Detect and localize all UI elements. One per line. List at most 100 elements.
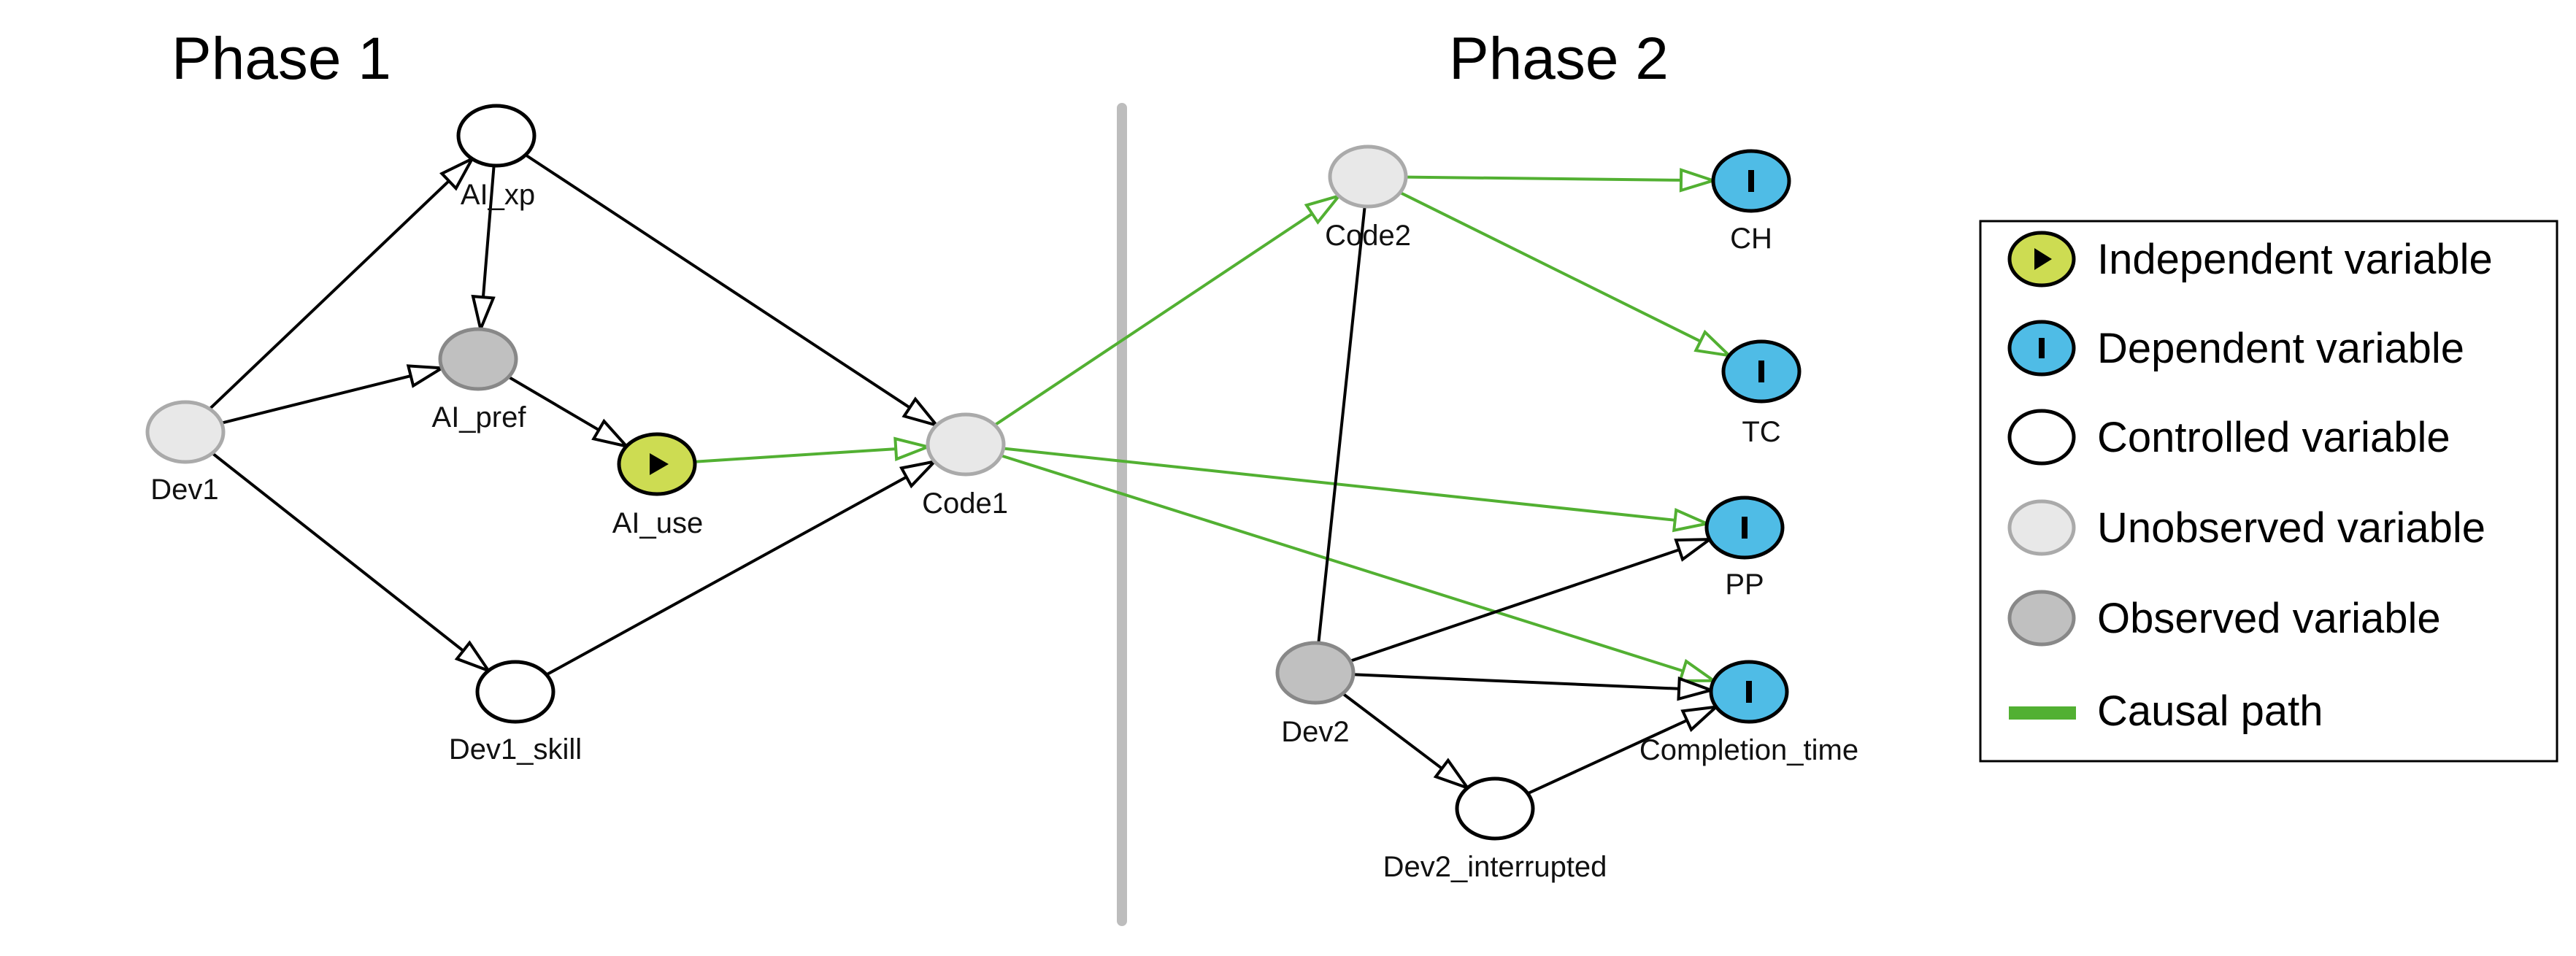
edge-code2-to-dev2	[1317, 206, 1366, 644]
edge-line	[1003, 447, 1675, 522]
edge-line	[1342, 692, 1443, 770]
arrowhead-icon	[1674, 538, 1715, 562]
arrowhead-icon	[1693, 329, 1734, 358]
arrowhead-icon	[454, 640, 493, 674]
edge-ai_xp-to-code1	[524, 153, 941, 428]
bar-icon	[1742, 517, 1748, 539]
node-ai-pref: AI_pref	[432, 327, 527, 433]
observed-variable-swatch	[2007, 590, 2076, 647]
node-code2: Code2	[1325, 144, 1411, 252]
arrowhead-icon	[899, 459, 939, 489]
bar-icon	[1748, 170, 1754, 192]
legend-item-unobserved: Unobserved variable	[2007, 499, 2485, 556]
node-pp: PP	[1704, 496, 1785, 601]
edge-code1-to-pp	[1003, 447, 1712, 533]
legend-label-controlled: Controlled variable	[2097, 414, 2450, 461]
arrowhead-icon	[1672, 507, 1712, 533]
legend-label-causal: Causal path	[2097, 687, 2323, 735]
edge-line	[993, 212, 1313, 427]
arrowhead-icon	[1677, 658, 1719, 682]
causal-path-swatch	[2009, 706, 2076, 720]
legend-label-observed: Observed variable	[2097, 595, 2441, 642]
edge-line	[1353, 673, 1680, 690]
edge-line	[208, 180, 450, 410]
node-ch: CH	[1711, 149, 1791, 255]
edge-line	[1399, 191, 1702, 343]
edge-code2-to-tc	[1399, 191, 1734, 358]
node-label: TC	[1742, 416, 1780, 448]
observed-variable-ellipse	[1275, 641, 1356, 705]
legend-label-independent: Independent variable	[2097, 236, 2493, 283]
legend-label-unobserved: Unobserved variable	[2097, 504, 2485, 552]
edge-line	[221, 374, 412, 425]
controlled-variable-ellipse	[475, 660, 555, 724]
edge-line	[1527, 719, 1688, 795]
node-label: Completion_time	[1639, 734, 1858, 766]
arrowhead-icon	[406, 364, 447, 388]
node-label: Dev2	[1281, 716, 1349, 748]
node-label: Dev1_skill	[449, 733, 582, 766]
node-label: PP	[1725, 568, 1764, 601]
play-icon	[650, 453, 669, 475]
unobserved-variable-ellipse	[145, 400, 226, 464]
node-dev1: Dev1	[145, 400, 226, 506]
node-tc: TC	[1721, 339, 1802, 448]
edge-line	[507, 375, 600, 431]
edge-line	[211, 452, 464, 652]
bar-icon	[1758, 361, 1764, 382]
arrowhead-icon	[471, 294, 496, 334]
node-label: AI_pref	[432, 401, 527, 433]
edge-line	[694, 447, 896, 463]
legend-item-independent: Independent variable	[2007, 231, 2493, 288]
bar-icon	[1746, 681, 1752, 703]
edge-line	[1350, 548, 1680, 663]
edge-ai_xp-to-ai_pref	[471, 165, 496, 334]
edge-dev2_interrupted-to-completion_time	[1527, 704, 1721, 795]
arrowhead-icon	[1680, 704, 1721, 733]
controlled-variable-swatch	[2007, 409, 2076, 466]
legend-item-causal: Causal path	[2009, 687, 2323, 735]
edge-layer	[208, 153, 1734, 795]
arrowhead-icon	[1677, 676, 1716, 701]
node-ai-xp: AI_xp	[456, 104, 537, 211]
legend-item-dependent: Dependent variable	[2007, 320, 2464, 377]
arrowhead-icon	[591, 418, 631, 449]
node-label: Code1	[922, 487, 1008, 520]
edge-dev1-to-dev1_skill	[211, 452, 493, 674]
node-ai-use: AI_use	[612, 432, 703, 539]
node-dev2-interrupted: Dev2_interrupted	[1383, 776, 1607, 883]
phase-1-title: Phase 1	[172, 26, 391, 92]
arrowhead-icon	[1679, 168, 1718, 193]
observed-variable-ellipse	[438, 327, 518, 391]
unobserved-variable-ellipse	[926, 412, 1006, 477]
node-label: Dev1	[150, 474, 218, 506]
edge-line	[481, 165, 496, 298]
arrowhead-icon	[439, 155, 476, 191]
edge-code2-to-ch	[1405, 168, 1718, 193]
edge-dev1-to-ai_xp	[208, 155, 476, 410]
edge-dev1-to-ai_pref	[221, 364, 447, 425]
legend-box	[1979, 220, 2558, 763]
edge-line	[1405, 175, 1682, 182]
edge-dev2-to-dev2_interrupted	[1342, 692, 1472, 791]
edge-dev2-to-pp	[1350, 538, 1715, 663]
node-code1: Code1	[922, 412, 1008, 520]
controlled-variable-ellipse	[1455, 776, 1535, 841]
arrowhead-icon	[893, 436, 933, 461]
legend-label-dependent: Dependent variable	[2097, 325, 2464, 372]
arrowhead-icon	[901, 396, 941, 428]
unobserved-variable-ellipse	[1328, 144, 1408, 209]
edge-dev2-to-completion_time	[1353, 673, 1716, 701]
edge-ai_pref-to-ai_use	[507, 375, 631, 449]
play-icon	[2034, 248, 2052, 270]
edge-line	[545, 475, 907, 676]
edge-dev1_skill-to-code1	[545, 459, 939, 676]
edge-line	[524, 153, 911, 409]
edge-code1-to-code2	[993, 193, 1343, 427]
node-label: AI_xp	[461, 179, 535, 211]
phase-2-title: Phase 2	[1449, 26, 1669, 92]
node-label: CH	[1730, 223, 1772, 255]
node-label: Dev2_interrupted	[1383, 851, 1607, 883]
